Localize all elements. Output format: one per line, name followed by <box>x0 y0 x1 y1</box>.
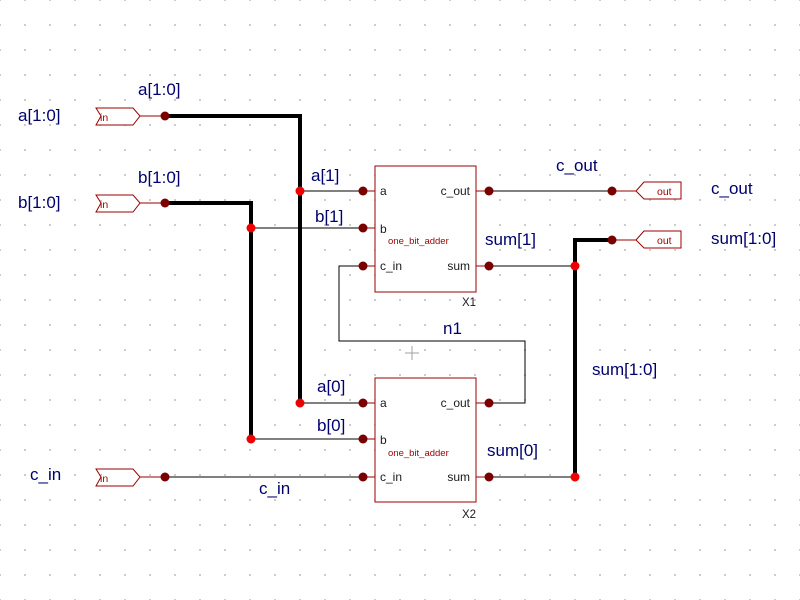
in-port-shape[interactable] <box>95 194 141 213</box>
net-label-b1: b[1] <box>315 207 343 226</box>
x1-pin-c-out: c_out <box>441 184 471 198</box>
x1-body[interactable] <box>374 165 477 293</box>
port-label-a: a[1:0] <box>18 106 61 125</box>
x1-pin-c-in: c_in <box>380 259 402 273</box>
net-label-n1: n1 <box>443 319 462 338</box>
x1-pin-b: b <box>380 222 387 236</box>
x2-pin-sum: sum <box>447 470 470 484</box>
pin-dots <box>160 111 617 482</box>
port-a-in[interactable]: in <box>95 107 165 126</box>
port-c-in-in[interactable]: in <box>95 468 165 487</box>
in-port-shape[interactable] <box>95 107 141 126</box>
junction-dots <box>246 186 580 482</box>
instance-x1[interactable]: a b c_in c_out sum one_bit_adder X1 <box>363 165 489 309</box>
x2-cell-name: one_bit_adder <box>388 448 449 459</box>
port-label-sum: sum[1:0] <box>711 229 776 248</box>
cursor-crosshair-icon <box>405 346 419 360</box>
port-sum-out[interactable]: out <box>612 230 682 249</box>
port-label-c-in: c_in <box>30 465 61 484</box>
port-b-direction: in <box>100 199 108 211</box>
net-label-c-out: c_out <box>556 156 598 175</box>
wire-n1[interactable] <box>338 265 526 404</box>
port-label-c-out: c_out <box>711 179 753 198</box>
port-c-out-out[interactable]: out <box>612 181 682 200</box>
net-label-b0: b[0] <box>317 416 345 435</box>
port-c-out-direction: out <box>657 186 672 198</box>
net-label-sum0: sum[0] <box>487 441 538 460</box>
wires <box>163 114 614 479</box>
bus-a[interactable] <box>163 114 302 405</box>
x2-pin-b: b <box>380 433 387 447</box>
net-label-sum-bus: sum[1:0] <box>592 360 657 379</box>
net-label-c-in: c_in <box>259 479 290 498</box>
out-port-shape[interactable] <box>635 181 682 200</box>
in-port-shape[interactable] <box>95 468 141 487</box>
bus-sum[interactable] <box>573 238 614 479</box>
x1-instance-name: X1 <box>462 297 476 309</box>
net-label-b-bus: b[1:0] <box>138 168 181 187</box>
x1-cell-name: one_bit_adder <box>388 236 449 247</box>
port-label-b: b[1:0] <box>18 193 61 212</box>
x2-pin-c-out: c_out <box>441 396 471 410</box>
x2-pin-c-in: c_in <box>380 470 402 484</box>
x1-pin-a: a <box>380 184 387 198</box>
port-c-in-direction: in <box>100 473 108 485</box>
net-label-a0: a[0] <box>317 377 345 396</box>
x1-pin-sum: sum <box>447 259 470 273</box>
x2-instance-name: X2 <box>462 509 476 521</box>
port-a-direction: in <box>100 112 108 124</box>
x2-body[interactable] <box>374 377 477 503</box>
port-sum-direction: out <box>657 235 672 247</box>
net-label-a1: a[1] <box>311 166 339 185</box>
bus-b[interactable] <box>163 201 253 441</box>
net-label-sum1: sum[1] <box>485 230 536 249</box>
x2-pin-a: a <box>380 396 387 410</box>
instance-x2[interactable]: a b c_in c_out sum one_bit_adder X2 <box>363 377 489 521</box>
port-b-in[interactable]: in <box>95 194 165 213</box>
net-label-a-bus: a[1:0] <box>138 80 181 99</box>
out-port-shape[interactable] <box>635 230 682 249</box>
